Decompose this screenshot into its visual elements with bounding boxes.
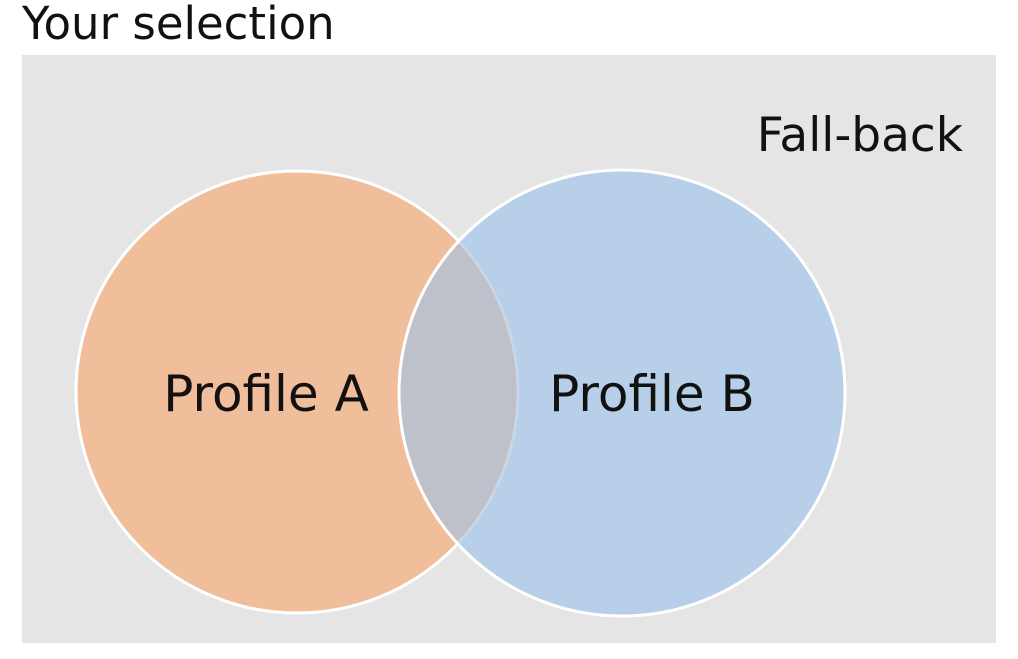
circle-profile-b (399, 170, 845, 616)
venn-diagram (22, 55, 996, 643)
selection-panel: Fall-back Profile A Profile B (22, 55, 996, 643)
overlap-arc (399, 170, 520, 615)
fallback-label: Fall-back (756, 108, 963, 163)
profile-a-label: Profile A (163, 365, 369, 423)
page-title: Your selection (22, 0, 335, 50)
circle-profile-b-border (397, 168, 847, 618)
profile-b-label: Profile B (549, 365, 755, 423)
